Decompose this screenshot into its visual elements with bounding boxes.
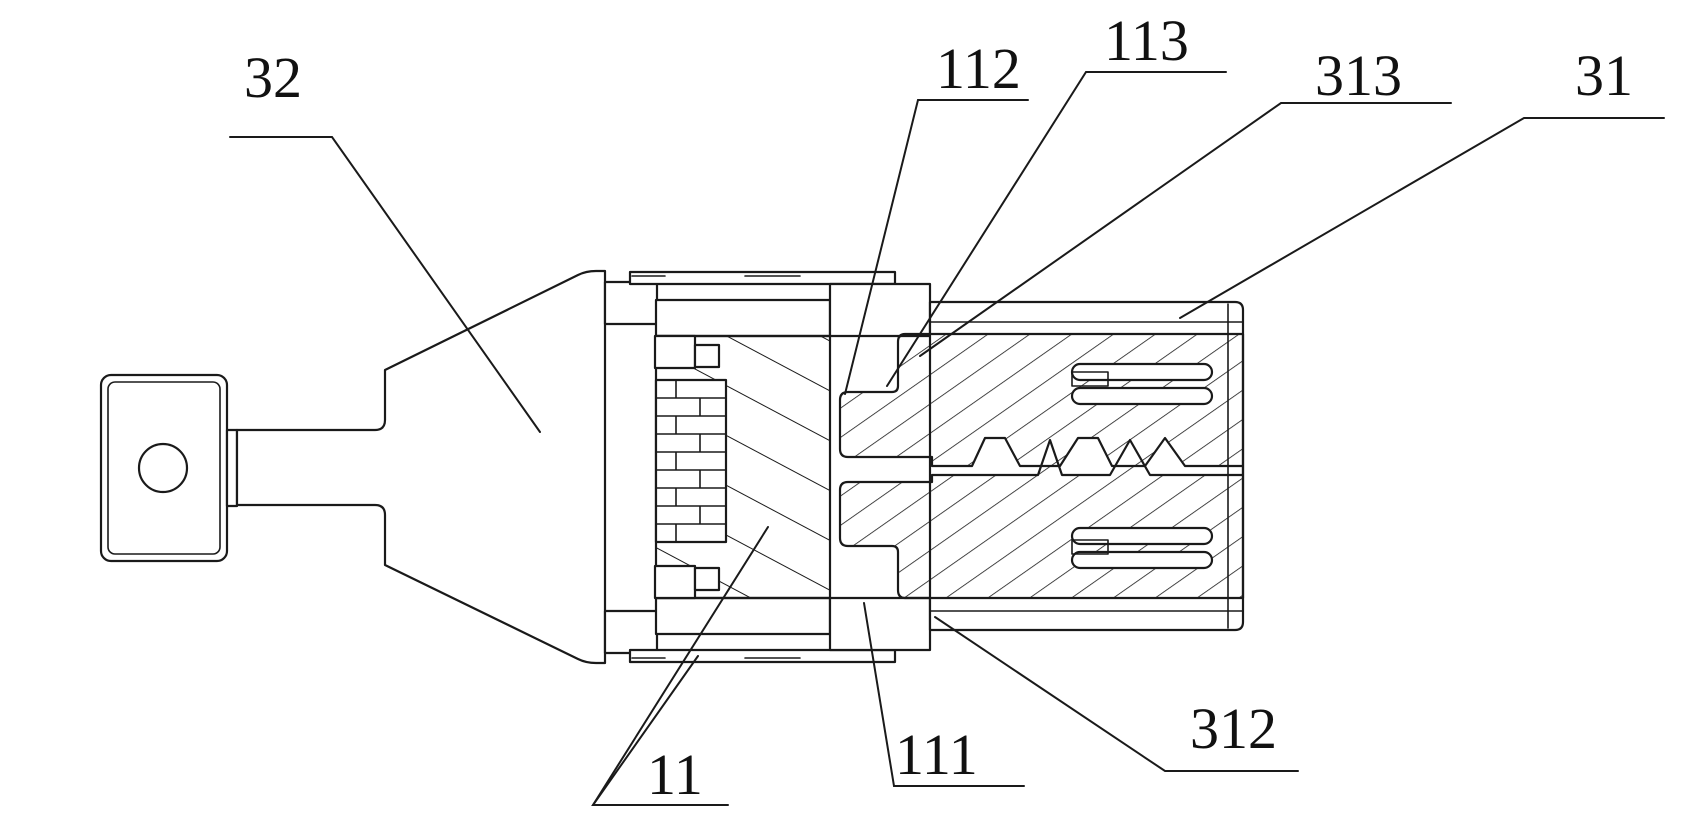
plate-stack [656,380,726,542]
bottom-plate [630,650,895,662]
callout-313: 313 [1315,43,1402,108]
top-plate [630,272,895,284]
spring-assembly-part-11 [605,272,930,662]
knob [101,375,227,561]
bottom-flange [656,598,830,634]
callout-312: 312 [1190,696,1277,761]
callout-112: 112 [936,36,1021,101]
bottom-cap [830,598,930,650]
leader-31 [1180,118,1664,318]
upper-collar [655,336,695,368]
callout-32: 32 [244,45,302,110]
slot-bottom-1 [1072,528,1212,544]
callout-31: 31 [1575,43,1633,108]
tip-part-31 [840,302,1243,630]
callout-113: 113 [1104,8,1189,73]
bottom-flange-left [605,611,657,653]
neck-step [227,430,237,506]
top-flange [656,300,830,336]
callout-111: 111 [895,722,978,787]
top-cap [830,284,930,336]
handle-body [237,271,605,663]
handle-part-32 [101,271,605,663]
slot-top-2 [1072,388,1212,404]
top-flange-left [605,282,657,324]
lower-collar [655,566,695,598]
callout-11: 11 [647,742,703,807]
